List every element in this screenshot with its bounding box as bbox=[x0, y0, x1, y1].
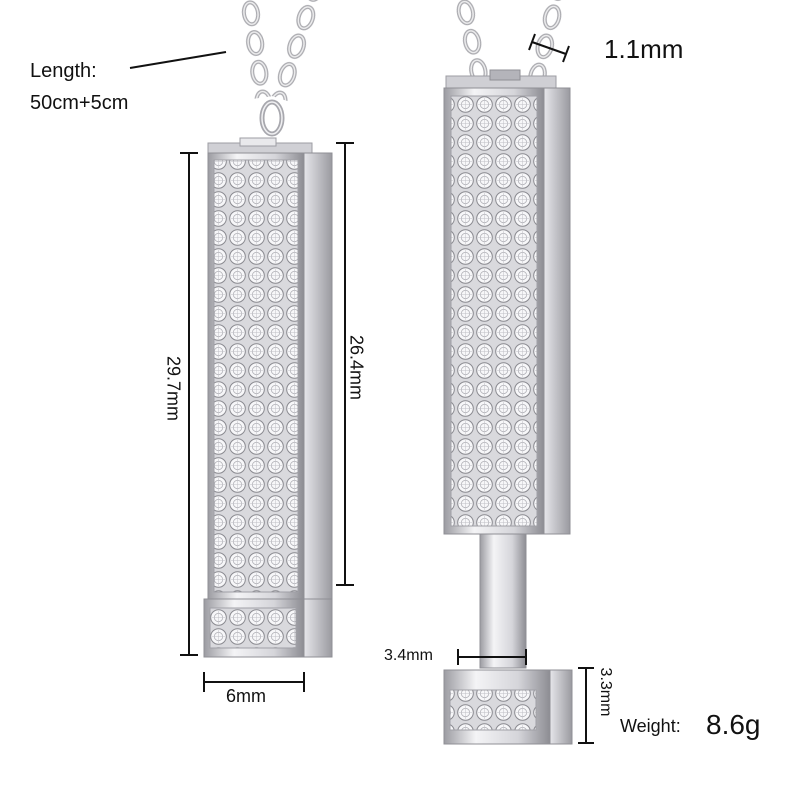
dimension-lines bbox=[129, 33, 594, 744]
left-chain bbox=[236, 0, 325, 137]
width-label: 6mm bbox=[226, 686, 266, 706]
crystal-pave-panel bbox=[213, 159, 299, 593]
length-pointer-line bbox=[129, 51, 227, 69]
thickness-label: 1.1mm bbox=[604, 34, 684, 64]
inner-stem bbox=[479, 533, 527, 669]
chain-length-value: 50cm+5cm bbox=[30, 92, 129, 114]
crystal-cap-panel bbox=[209, 607, 297, 649]
crystal-cap-panel-right bbox=[449, 689, 537, 731]
cap-height-label: 3.3mm bbox=[597, 667, 614, 717]
height-total-label: 29.7mm bbox=[163, 355, 184, 422]
right-chain bbox=[449, 0, 569, 89]
weight-title: Weight: bbox=[620, 716, 681, 736]
stem-width-label: 3.4mm bbox=[384, 647, 433, 664]
left-pendant bbox=[203, 137, 333, 658]
right-pendant bbox=[443, 69, 573, 745]
thickness-line bbox=[531, 41, 567, 55]
crystal-pave-panel-right bbox=[450, 95, 538, 527]
chain-length-title: Length: bbox=[30, 60, 97, 82]
height-body-label: 26.4mm bbox=[346, 334, 367, 401]
weight-value: 8.6g bbox=[706, 709, 761, 740]
